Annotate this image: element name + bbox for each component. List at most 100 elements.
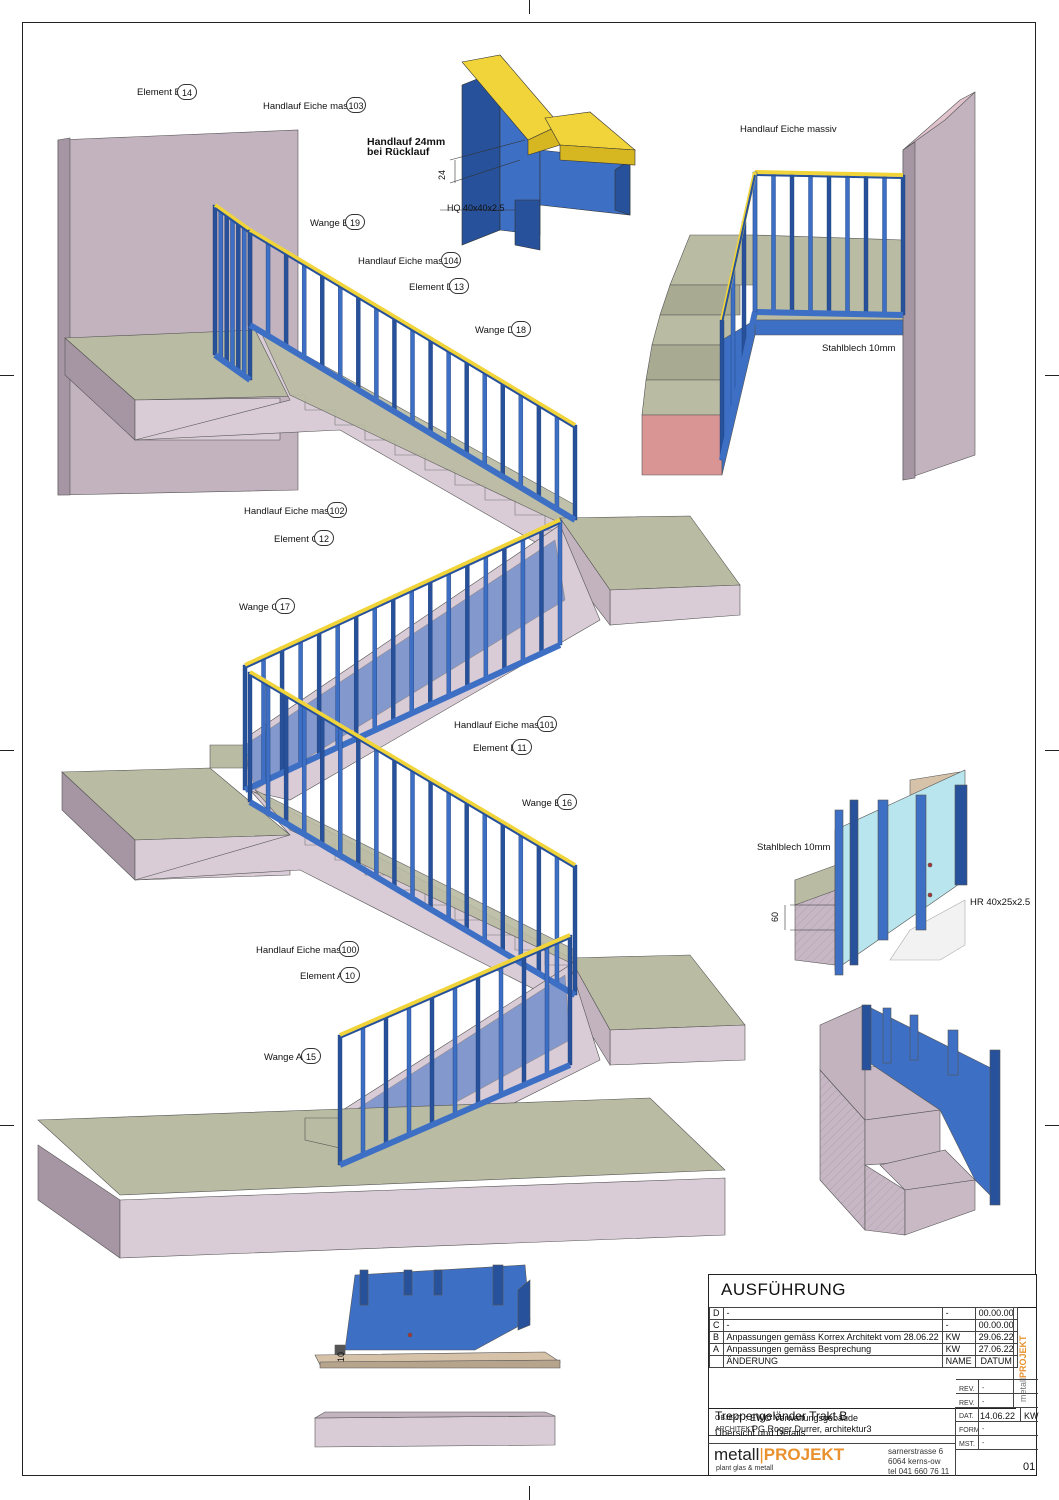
revision-row: B Anpassungen gemäss Korrex Architekt vo… bbox=[709, 1331, 1018, 1344]
baluster bbox=[567, 934, 573, 1066]
callout-element-a-label: Element A bbox=[300, 971, 344, 982]
handrail bbox=[248, 670, 577, 867]
handrail-bar bbox=[249, 674, 576, 869]
title-block-meta: OBJEKT : EWO Verwaltungsgebäude ARCHITEK… bbox=[709, 1408, 1016, 1478]
callout-wange-a-label: Wange A bbox=[264, 1052, 303, 1063]
baluster bbox=[500, 821, 505, 953]
callout-element-e-number: 14 bbox=[177, 84, 197, 100]
callout-handlauf-103-number: 103 bbox=[346, 97, 366, 113]
baluster bbox=[464, 359, 469, 456]
title-divider bbox=[709, 1435, 956, 1436]
baluster bbox=[845, 173, 850, 315]
baluster bbox=[374, 746, 379, 878]
detail-handlauf-24-line2: bei Rücklauf bbox=[367, 146, 430, 158]
handrail bbox=[213, 203, 252, 232]
revision-text: Anpassungen gemäss Besprechung bbox=[722, 1343, 943, 1356]
baluster bbox=[338, 283, 343, 380]
baluster bbox=[752, 171, 758, 313]
baluster bbox=[261, 656, 266, 782]
callout-handlauf-103-label: Handlauf Eiche massiv bbox=[263, 101, 360, 112]
baluster bbox=[356, 736, 361, 867]
baluster bbox=[230, 217, 235, 368]
callout-wange-c-label: Wange C bbox=[239, 602, 279, 613]
title-block-status-row: AUSFÜHRUNG bbox=[709, 1275, 1036, 1308]
frame-tick-left-1 bbox=[0, 375, 14, 376]
revision-row: A Anpassungen gemäss Besprechung KW 27.0… bbox=[709, 1343, 1018, 1356]
callout-element-d-number: 13 bbox=[449, 278, 469, 294]
revision-text: Anpassungen gemäss Korrex Architekt vom … bbox=[722, 1331, 943, 1344]
baluster bbox=[557, 519, 563, 646]
frame-tick-right-2 bbox=[1045, 750, 1059, 751]
baluster bbox=[554, 413, 560, 510]
callout-wange-d-number: 18 bbox=[511, 321, 531, 337]
baluster bbox=[428, 579, 433, 705]
revision-letter: B bbox=[709, 1331, 724, 1344]
architekt-value: : PG Roger Durrer, architektur3 bbox=[747, 1424, 872, 1434]
baluster bbox=[283, 251, 289, 347]
baluster bbox=[391, 596, 396, 722]
railing-element-a bbox=[337, 933, 573, 1168]
sheet-number: 01 bbox=[1023, 1461, 1036, 1473]
railing-element-c bbox=[242, 518, 563, 793]
railing-top-right-landing bbox=[752, 170, 906, 318]
revision-date: 27.06.22 bbox=[974, 1343, 1018, 1356]
stringer bbox=[243, 642, 562, 793]
revision-header-change: ÄNDERUNG bbox=[722, 1355, 943, 1368]
callout-handlauf-104-label: Handlauf Eiche massiv bbox=[358, 256, 455, 267]
form-label: FORM bbox=[959, 1427, 980, 1434]
revision-letter: C bbox=[709, 1319, 724, 1332]
callout-element-b-number: 11 bbox=[512, 739, 532, 755]
baluster bbox=[265, 682, 271, 813]
callout-wange-c-number: 17 bbox=[275, 598, 295, 614]
mst-value: - bbox=[982, 1440, 985, 1447]
baluster bbox=[446, 348, 451, 445]
title-block-side-brand: metallPROJEKT bbox=[1013, 1307, 1036, 1407]
revision-date: 00.00.00 bbox=[974, 1307, 1018, 1320]
baluster bbox=[428, 779, 433, 910]
baluster bbox=[482, 811, 487, 942]
callout-handlauf-101-label: Handlauf Eiche massiv bbox=[454, 720, 551, 731]
baluster bbox=[301, 703, 307, 835]
baluster bbox=[536, 403, 542, 499]
baluster bbox=[882, 174, 887, 315]
stringer bbox=[248, 799, 577, 998]
baluster bbox=[392, 316, 397, 412]
callout-wange-b-number: 16 bbox=[557, 794, 577, 810]
callout-handlauf-102-label: Handlauf Eiche massiv bbox=[244, 506, 341, 517]
baluster bbox=[247, 229, 253, 326]
baluster bbox=[521, 954, 527, 1086]
baluster bbox=[428, 338, 433, 434]
baluster bbox=[283, 693, 289, 824]
revision-row: C - - 00.00.00 bbox=[709, 1319, 1018, 1332]
baluster bbox=[771, 172, 776, 313]
stringer bbox=[719, 311, 758, 461]
objekt-value: : EWO Verwaltungsgebäude bbox=[745, 1413, 859, 1423]
logo-a: metall bbox=[714, 1445, 760, 1464]
frame-tick-bottom bbox=[529, 1486, 530, 1500]
callout-element-b-label: Element B bbox=[473, 743, 517, 754]
detail-stahlblech-top: Stahlblech 10mm bbox=[822, 343, 896, 354]
baluster bbox=[353, 613, 359, 740]
baluster bbox=[242, 664, 248, 791]
revision-header-date: DATUM bbox=[974, 1355, 1018, 1368]
detail-dim-24: 24 bbox=[437, 169, 448, 181]
baluster bbox=[475, 974, 481, 1106]
form-value: - bbox=[982, 1426, 985, 1433]
callout-wange-d-label: Wange D bbox=[475, 325, 515, 336]
frame-tick-right-1 bbox=[1045, 375, 1059, 376]
railing-element-d bbox=[247, 228, 578, 523]
baluster bbox=[383, 1014, 389, 1146]
logo-b: PROJEKT bbox=[763, 1445, 845, 1464]
detail-lower-right bbox=[819, 1004, 1001, 1236]
baluster bbox=[483, 553, 489, 680]
drawing-frame bbox=[22, 22, 1036, 1476]
revision-text: - bbox=[722, 1319, 943, 1332]
baluster bbox=[410, 327, 415, 423]
rev-value: - bbox=[982, 1385, 985, 1392]
baluster bbox=[241, 225, 247, 377]
rev2-value: - bbox=[982, 1399, 985, 1406]
railing-top-right-flight bbox=[719, 171, 758, 461]
baluster bbox=[719, 319, 725, 461]
logo-sub: plant glas & metall bbox=[716, 1465, 774, 1472]
baluster bbox=[301, 262, 307, 358]
